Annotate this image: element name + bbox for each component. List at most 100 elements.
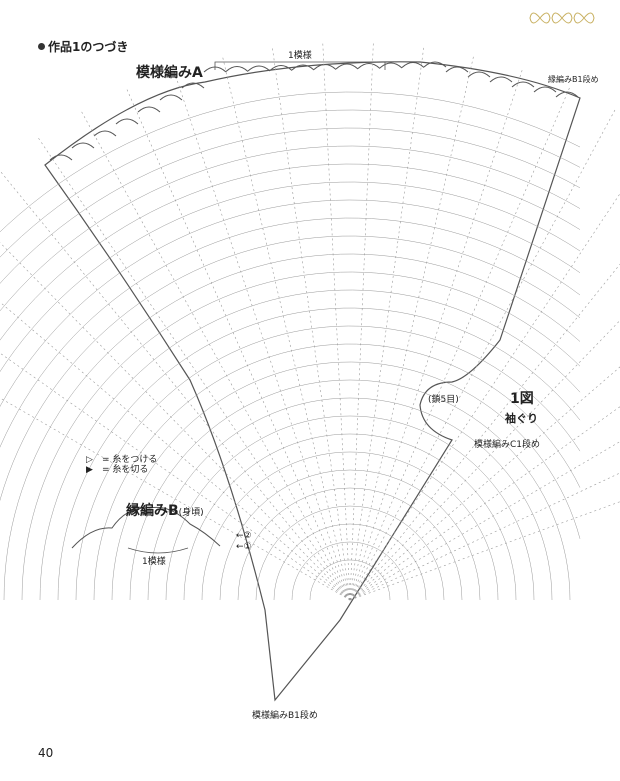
section-title: 作品1のつづき bbox=[38, 38, 128, 55]
stitch-column bbox=[349, 441, 620, 601]
scallop-mark bbox=[181, 82, 205, 89]
stitch-column bbox=[349, 366, 620, 601]
stitch-column bbox=[36, 135, 351, 601]
scallop-mark bbox=[335, 63, 359, 70]
figure-title: 1図 bbox=[510, 391, 534, 407]
stitch-column bbox=[0, 397, 351, 601]
chain5-label: (鎖5目) bbox=[428, 395, 459, 405]
row-arc bbox=[0, 181, 581, 373]
stitch-column bbox=[349, 40, 374, 601]
scallop-mark bbox=[313, 64, 337, 70]
legend-attach: ▷= 糸をつける bbox=[86, 455, 158, 465]
stitch-column bbox=[0, 352, 351, 601]
scallop-mark bbox=[71, 142, 95, 149]
scallop-mark bbox=[401, 62, 425, 68]
stitch-column bbox=[79, 109, 351, 601]
row-arc bbox=[0, 109, 581, 258]
stitch-column bbox=[271, 45, 351, 601]
stitch-column bbox=[322, 40, 351, 601]
row-arc bbox=[0, 235, 581, 502]
scallop-mark bbox=[269, 65, 293, 71]
row-arc bbox=[0, 145, 581, 312]
row-arc bbox=[291, 541, 409, 601]
pattern-a-label: 模様編みA bbox=[136, 65, 203, 81]
scallop-mark bbox=[137, 106, 161, 113]
row-arc bbox=[183, 433, 517, 601]
row-arc bbox=[219, 469, 481, 601]
stitch-column bbox=[0, 242, 351, 601]
edge-b-title: 縁編みB(身頃) bbox=[126, 503, 204, 519]
scallop-mark bbox=[467, 71, 491, 78]
stitch-column bbox=[0, 170, 351, 601]
row-arc bbox=[0, 163, 581, 341]
scallop-mark bbox=[533, 86, 557, 93]
scallop-mark bbox=[93, 130, 117, 137]
edge-b-repeat-bracket bbox=[127, 547, 189, 554]
stitch-column bbox=[349, 501, 620, 601]
row-arc bbox=[111, 361, 581, 601]
edge-b-motif bbox=[71, 506, 221, 549]
row-arc bbox=[0, 127, 581, 284]
row-arc bbox=[75, 325, 581, 601]
scallop-mark bbox=[247, 65, 271, 72]
scallop-mark bbox=[379, 62, 403, 69]
edge-b1-top-label: 縁編みB1段め bbox=[548, 75, 599, 84]
row-arc bbox=[0, 91, 581, 233]
stitch-column bbox=[125, 86, 351, 601]
armhole-label: 袖ぐり bbox=[505, 412, 538, 425]
stitch-column bbox=[349, 85, 571, 601]
row-arc bbox=[309, 559, 391, 601]
scallop-mark bbox=[225, 66, 249, 72]
butterfly-icon bbox=[551, 12, 573, 24]
pattern-c1-label: 模様編みC1段め bbox=[474, 440, 541, 450]
stitch-column bbox=[221, 54, 351, 601]
edge-b-repeat-label: 1模様 bbox=[142, 557, 166, 567]
scallop-mark bbox=[511, 81, 535, 88]
stitch-column bbox=[349, 107, 617, 601]
row-arc bbox=[0, 217, 581, 448]
stitch-column bbox=[349, 263, 620, 601]
stitch-column bbox=[0, 301, 351, 601]
row-arc bbox=[39, 289, 581, 601]
legend-cut: ▶= 糸を切る bbox=[86, 465, 149, 475]
scallop-mark bbox=[49, 154, 73, 161]
scallop-mark bbox=[159, 94, 183, 101]
row-arc bbox=[237, 487, 463, 601]
stitch-column bbox=[172, 68, 351, 601]
stitch-column bbox=[349, 472, 620, 601]
pattern-b1-bottom-label: 模様編みB1段め bbox=[252, 711, 318, 721]
stitch-column bbox=[349, 44, 425, 601]
butterfly-icon bbox=[573, 12, 595, 24]
butterfly-icon bbox=[529, 12, 551, 24]
row-arc bbox=[21, 271, 581, 601]
repeat-bracket bbox=[214, 61, 386, 70]
scallop-mark bbox=[291, 64, 315, 71]
chart-outline bbox=[44, 61, 581, 702]
attach-yarn-icon: ▷ bbox=[86, 455, 93, 465]
scallop-mark bbox=[423, 61, 447, 68]
row-arc bbox=[147, 397, 553, 601]
row-arc bbox=[0, 199, 581, 407]
scallop-mark bbox=[115, 118, 139, 125]
row-arc bbox=[3, 253, 581, 601]
scallop-mark bbox=[357, 63, 381, 69]
stitch-column bbox=[349, 406, 620, 601]
row-arc bbox=[165, 415, 535, 601]
stitch-column bbox=[349, 53, 475, 601]
scallop-mark bbox=[555, 91, 579, 98]
page-number: 40 bbox=[38, 746, 54, 760]
stitch-column bbox=[349, 67, 524, 601]
row-arc bbox=[201, 451, 499, 601]
row-arc bbox=[129, 379, 571, 601]
scallop-mark bbox=[445, 66, 469, 73]
row-arc bbox=[255, 505, 445, 601]
cut-yarn-icon: ▶ bbox=[86, 465, 93, 475]
edge-b-row2-label: ←② bbox=[236, 531, 252, 541]
scallop-mark bbox=[489, 76, 513, 83]
stitch-column bbox=[349, 193, 620, 601]
row-arc bbox=[93, 343, 581, 601]
repeat-top-label: 1模様 bbox=[288, 51, 312, 61]
bullet-icon bbox=[38, 43, 45, 50]
edge-b-row1-label: ←① bbox=[236, 542, 252, 552]
